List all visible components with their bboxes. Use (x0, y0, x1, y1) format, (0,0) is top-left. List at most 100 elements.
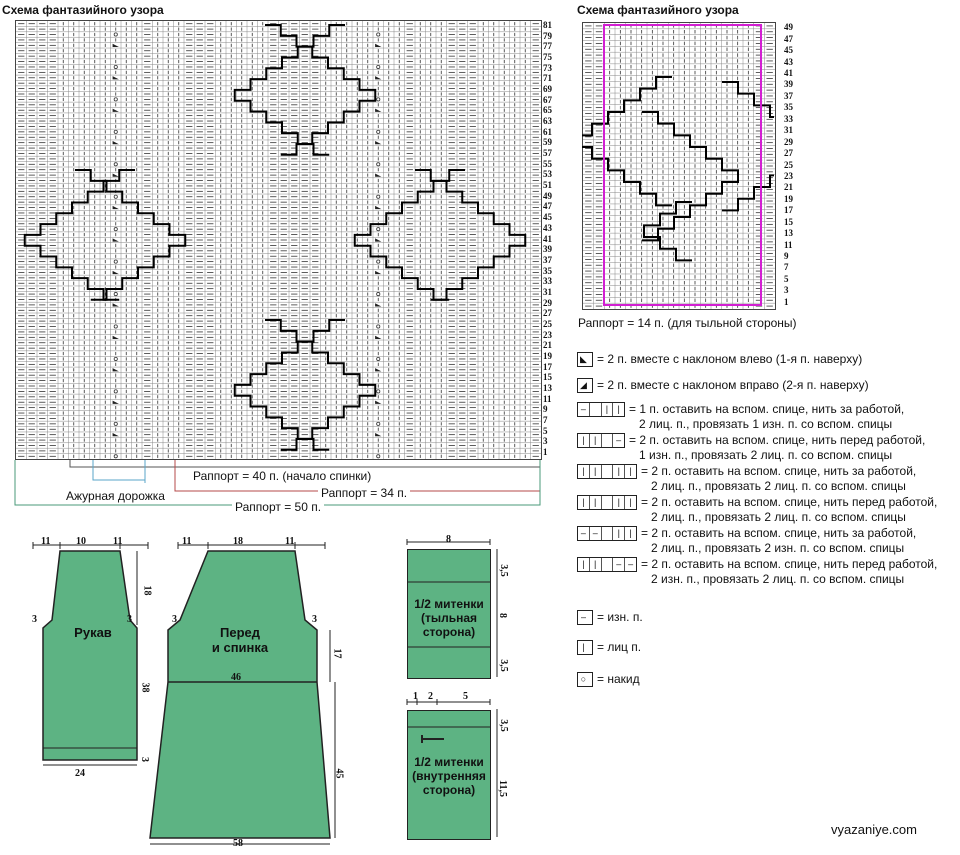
row-number: 17 (784, 205, 793, 216)
body-dim-top-right: 11 (285, 536, 295, 547)
row-number: 71 (543, 73, 552, 84)
legend-text: = изн. п. (597, 610, 643, 624)
cable-2-1-front-icon: ||– (577, 433, 625, 448)
back-chart-title: Схема фантазийного узора (577, 3, 739, 17)
row-number: 23 (543, 329, 552, 340)
row-number: 81 (543, 19, 552, 30)
legend-text: = 2 п. оставить на вспом. спице, нить пе… (629, 433, 926, 462)
mitten-inner-dim-r1: 3,5 (497, 719, 509, 732)
row-number: 45 (543, 212, 552, 223)
row-number: 3 (784, 285, 789, 296)
main-chart-cable-lines (23, 24, 527, 451)
row-number: 23 (784, 170, 793, 181)
main-chart-grid (15, 20, 542, 460)
row-number: 45 (784, 45, 793, 56)
cable-purl-back-icon: ––|| (577, 526, 637, 541)
row-number: 37 (543, 254, 552, 265)
row-number: 39 (784, 79, 793, 90)
body-dim-armhole-right: 3 (312, 614, 317, 625)
row-number: 47 (543, 201, 552, 212)
row-number: 5 (784, 273, 789, 284)
mitten-back-shape (407, 549, 491, 679)
body-dim-bottom: 58 (233, 838, 243, 849)
rapport-34-label: Раппорт = 34 п. (318, 486, 411, 500)
row-number: 37 (784, 90, 793, 101)
row-number: 9 (784, 251, 789, 262)
legend-text: = 1 п. оставить на вспом. спице, нить за… (629, 402, 905, 431)
sleeve-dim-armhole-left: 3 (32, 614, 37, 625)
row-number: 5 (543, 425, 548, 436)
mitten-inner-dim-t1: 1 (413, 691, 418, 702)
row-number: 31 (543, 286, 552, 297)
sleeve-dim-top-left: 11 (41, 536, 51, 547)
row-number: 21 (784, 182, 793, 193)
row-number: 39 (543, 244, 552, 255)
row-number: 77 (543, 41, 552, 52)
row-number: 25 (543, 318, 552, 329)
sleeve-shape (32, 542, 149, 766)
back-rapport-label: Раппорт = 14 п. (для тыльной стороны) (578, 316, 797, 330)
row-number: 7 (543, 415, 548, 426)
row-number: 51 (543, 180, 552, 191)
legend-text: = 2 п. оставить на вспом. спице, нить пе… (641, 557, 938, 586)
body-label: Перед и спинка (211, 625, 269, 655)
mitten-back-dim-top: 8 (446, 534, 451, 545)
row-number: 19 (784, 193, 793, 204)
mitten-inner-dim-t2: 2 (428, 691, 433, 702)
row-number: 79 (543, 30, 552, 41)
row-number: 1 (784, 296, 789, 307)
row-number: 63 (543, 115, 552, 126)
row-number: 35 (784, 102, 793, 113)
row-number: 59 (543, 137, 552, 148)
cable-2-2-back-icon: |||| (577, 464, 637, 479)
rapport-50-label: Раппорт = 50 п. (232, 500, 325, 514)
row-number: 11 (784, 239, 793, 250)
row-number: 49 (543, 190, 552, 201)
row-number: 21 (543, 340, 552, 351)
row-number: 73 (543, 62, 552, 73)
row-number: 31 (784, 125, 793, 136)
k2tog-right-icon: ◢ (577, 378, 593, 393)
row-number: 27 (543, 308, 552, 319)
body-dim-waist: 46 (231, 672, 241, 683)
row-number: 43 (543, 222, 552, 233)
body-dim-side-long: 45 (333, 768, 345, 779)
sleeve-dim-bottom: 24 (75, 768, 85, 779)
row-number: 9 (543, 404, 548, 415)
back-chart-rapport-frame (603, 24, 762, 306)
row-number: 55 (543, 158, 552, 169)
mitten-back-dim-r2: 8 (497, 613, 508, 618)
row-number: 17 (543, 361, 552, 372)
legend-text: = 2 п. вместе с наклоном вправо (2-я п. … (597, 378, 869, 392)
brand-watermark: vyazaniye.com (831, 822, 917, 837)
row-number: 25 (784, 159, 793, 170)
row-number: 41 (543, 233, 552, 244)
row-number: 35 (543, 265, 552, 276)
row-number: 67 (543, 94, 552, 105)
body-dim-armhole-left: 3 (172, 614, 177, 625)
legend-text: = 2 п. оставить на вспом. спице, нить за… (641, 526, 917, 555)
row-number: 43 (784, 56, 793, 67)
row-number: 15 (543, 372, 552, 383)
row-number: 11 (543, 393, 552, 404)
lace-track-label: Ажурная дорожка (66, 489, 165, 503)
legend-text: = 2 п. вместе с наклоном влево (1-я п. н… (597, 352, 863, 366)
legend-text: = лиц п. (597, 640, 642, 654)
row-number: 61 (543, 126, 552, 137)
cable-2-2-front-icon: |||| (577, 495, 637, 510)
main-chart-title: Схема фантазийного узора (2, 3, 164, 17)
row-number: 47 (784, 33, 793, 44)
row-number: 3 (543, 436, 548, 447)
row-number: 19 (543, 351, 552, 361)
mitten-back-dim-r3: 3,5 (497, 659, 509, 672)
mitten-inner-dim-t3: 5 (463, 691, 468, 702)
purl-icon: – (577, 610, 593, 625)
mitten-back-dims (406, 539, 498, 677)
body-dim-top-left: 11 (182, 536, 192, 547)
mitten-inner-dim-r2: 11,5 (496, 780, 508, 797)
row-number: 27 (784, 148, 793, 159)
yarn-over-icon: ○ (577, 672, 593, 687)
mitten-inner-dims (406, 699, 498, 837)
